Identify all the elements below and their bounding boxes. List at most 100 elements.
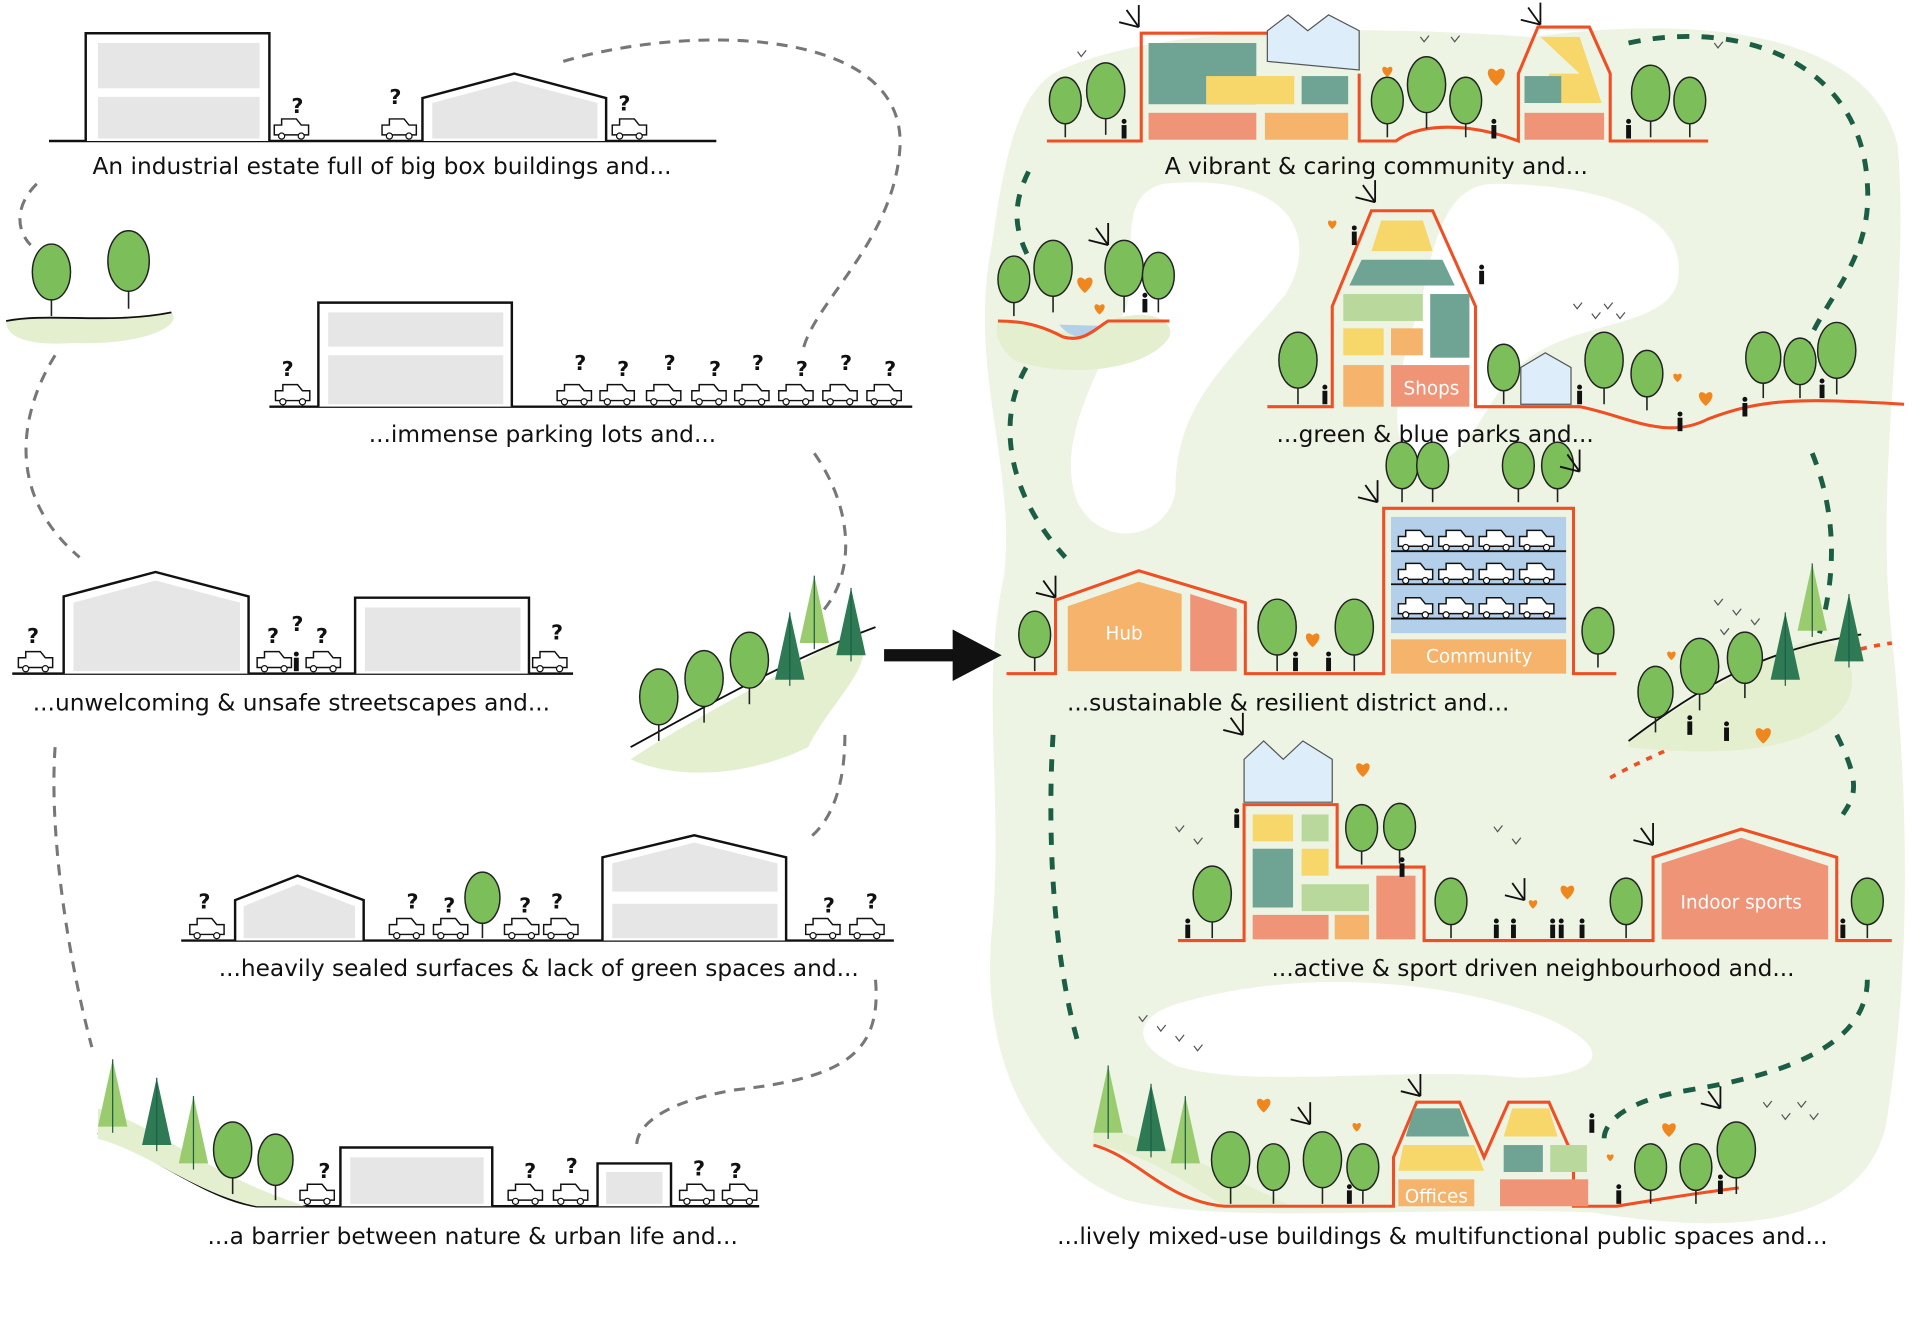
person-icon (1234, 808, 1240, 828)
question-mark: ? (866, 890, 878, 914)
question-mark: ? (389, 85, 401, 109)
question-mark: ? (316, 624, 328, 648)
orange-block (1391, 639, 1567, 674)
heart-icon (1077, 277, 1093, 294)
salmon-block (1391, 365, 1470, 407)
building-label-offices: Offices (1405, 1187, 1468, 1208)
pine-tree-icon (1770, 612, 1800, 686)
car-icon (17, 650, 54, 673)
person-icon (1479, 264, 1485, 285)
question-mark: ? (291, 94, 303, 118)
building-label-indoor_sports: Indoor sports (1681, 893, 1802, 914)
car-icon (531, 650, 568, 673)
car-icon (733, 383, 770, 406)
question-mark: ? (519, 893, 531, 917)
yellow-block (1503, 1108, 1558, 1137)
left-panel-current-state: ????????????????????????????? (5, 31, 913, 1208)
tree-icon (1257, 598, 1297, 672)
heart-icon (1755, 728, 1771, 744)
tree-icon (1048, 76, 1082, 138)
building-floor (328, 312, 504, 347)
ground-line (1177, 803, 1892, 943)
car-icon (381, 118, 418, 140)
car-icon (645, 383, 682, 406)
salmon-block (1524, 112, 1605, 140)
grass-patch (996, 314, 1171, 371)
tree-icon (1210, 1131, 1251, 1204)
tree-icon (31, 243, 72, 317)
tree-icon (1783, 337, 1817, 399)
heart-icon (1673, 373, 1682, 383)
tree-icon (1434, 877, 1468, 939)
car-icon (1397, 562, 1434, 585)
building-floor (606, 1171, 663, 1204)
building-floor (328, 355, 504, 405)
pine-tree-icon (775, 612, 805, 686)
bird-icon (1193, 837, 1203, 845)
bird-icon (1175, 1034, 1185, 1042)
tree-icon (1679, 637, 1720, 711)
blob-gap (1143, 982, 1593, 1078)
person-icon (1326, 651, 1332, 672)
sun-rays-icon (1355, 180, 1377, 204)
teal-block (1349, 259, 1455, 286)
heart-icon (1487, 68, 1505, 86)
heart-icon (1528, 900, 1538, 909)
building-label-community: Community (1426, 647, 1532, 668)
heart-icon (1606, 1154, 1614, 1162)
bird-icon (1750, 618, 1761, 626)
car-icon (678, 1183, 715, 1206)
bird-icon (1713, 41, 1724, 49)
heart-icon (1256, 1098, 1271, 1113)
tree-icon (1726, 631, 1764, 699)
question-mark: ? (443, 893, 455, 917)
tree-icon (1637, 665, 1674, 733)
orange-block (1343, 365, 1384, 407)
tree-icon (1033, 239, 1073, 313)
heart-icon (1356, 763, 1370, 777)
orange-block (1334, 914, 1369, 940)
right-caption-3: ...sustainable & resilient district and.… (1067, 689, 1509, 716)
warehouse-fill (612, 842, 778, 892)
person-icon (1493, 918, 1499, 939)
left-caption-2: ...immense parking lots and... (369, 421, 716, 448)
bird-icon (1077, 49, 1087, 58)
left-caption-3: ...unwelcoming & unsafe streetscapes and… (33, 689, 550, 716)
tree-icon (1416, 441, 1450, 503)
tree-icon (1382, 802, 1417, 864)
heart-icon (1328, 220, 1337, 230)
car-icon (189, 917, 225, 940)
heart-icon (1094, 304, 1105, 315)
person-icon (1558, 918, 1564, 939)
car-icon (866, 383, 902, 406)
tree-icon (1449, 76, 1483, 138)
tree-icon (107, 229, 150, 309)
tree-icon (1256, 1143, 1291, 1204)
bird-icon (1450, 35, 1461, 43)
left-caption-5: ...a barrier between nature & urban life… (207, 1223, 737, 1250)
bird-icon (1511, 837, 1522, 845)
tree-icon (1679, 1143, 1713, 1204)
person-icon (1351, 225, 1357, 246)
person-icon (1819, 378, 1825, 399)
pine-tree-icon (836, 587, 866, 662)
yellow-block (1252, 814, 1294, 842)
yellow-block (1301, 848, 1329, 876)
car-icon (299, 1183, 336, 1206)
building-label-shops: Shops (1404, 378, 1460, 399)
yellow-block (1398, 1145, 1485, 1171)
question-mark: ? (664, 351, 676, 375)
teal-block (1524, 76, 1562, 104)
light-green-block (1550, 1145, 1587, 1172)
sun-rays-icon (1223, 712, 1244, 736)
bird-icon (1419, 35, 1430, 43)
sun-rays-icon (1088, 223, 1110, 246)
bird-icon (1156, 1024, 1167, 1033)
question-mark: ? (318, 1159, 330, 1183)
tree-icon (1018, 610, 1052, 672)
heart-icon (1698, 392, 1713, 406)
tree-icon (1630, 349, 1664, 411)
person-icon (1322, 384, 1328, 405)
left-caption-1: An industrial estate full of big box bui… (93, 153, 672, 180)
car-icon (256, 650, 293, 673)
